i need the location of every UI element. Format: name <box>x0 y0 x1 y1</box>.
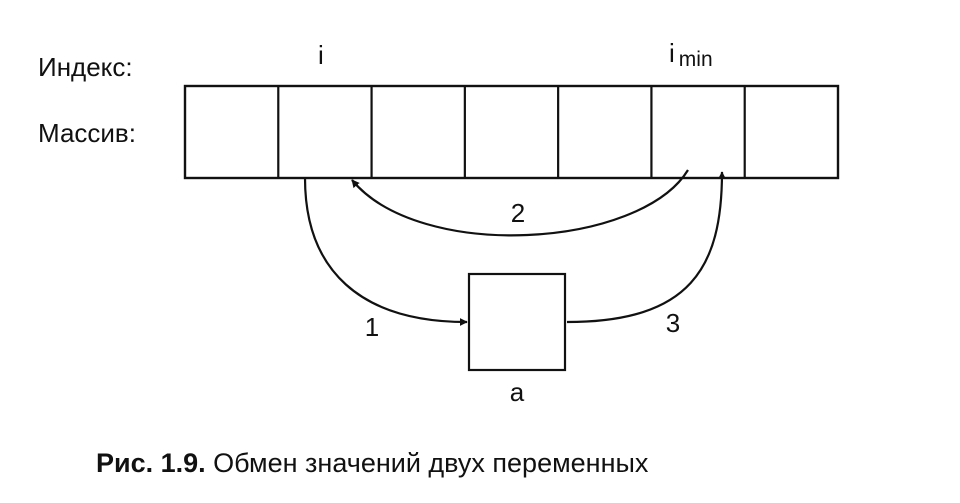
figure-caption: Рис. 1.9. Обмен значений двух переменных <box>96 448 649 478</box>
index-i-label: i <box>318 40 324 70</box>
index-row-label: Индекс: <box>38 52 133 82</box>
array-row-label: Массив: <box>38 118 136 148</box>
index-imin-base: i <box>669 38 675 68</box>
arrow-step-2 <box>351 169 689 237</box>
temp-variable-box <box>467 272 567 372</box>
caption-prefix: Рис. 1.9. <box>96 448 206 478</box>
array-cells <box>183 84 840 180</box>
array-outline <box>183 84 840 180</box>
caption-text: Обмен значений двух переменных <box>206 448 649 478</box>
temp-variable-label: a <box>510 377 525 407</box>
arrow-step-1 <box>303 177 468 326</box>
step-2-label: 2 <box>511 198 525 228</box>
step-3-label: 3 <box>666 308 680 338</box>
step-1-label: 1 <box>365 312 379 342</box>
arrow-step-3 <box>566 171 726 324</box>
index-imin-subscript: min <box>679 48 713 71</box>
